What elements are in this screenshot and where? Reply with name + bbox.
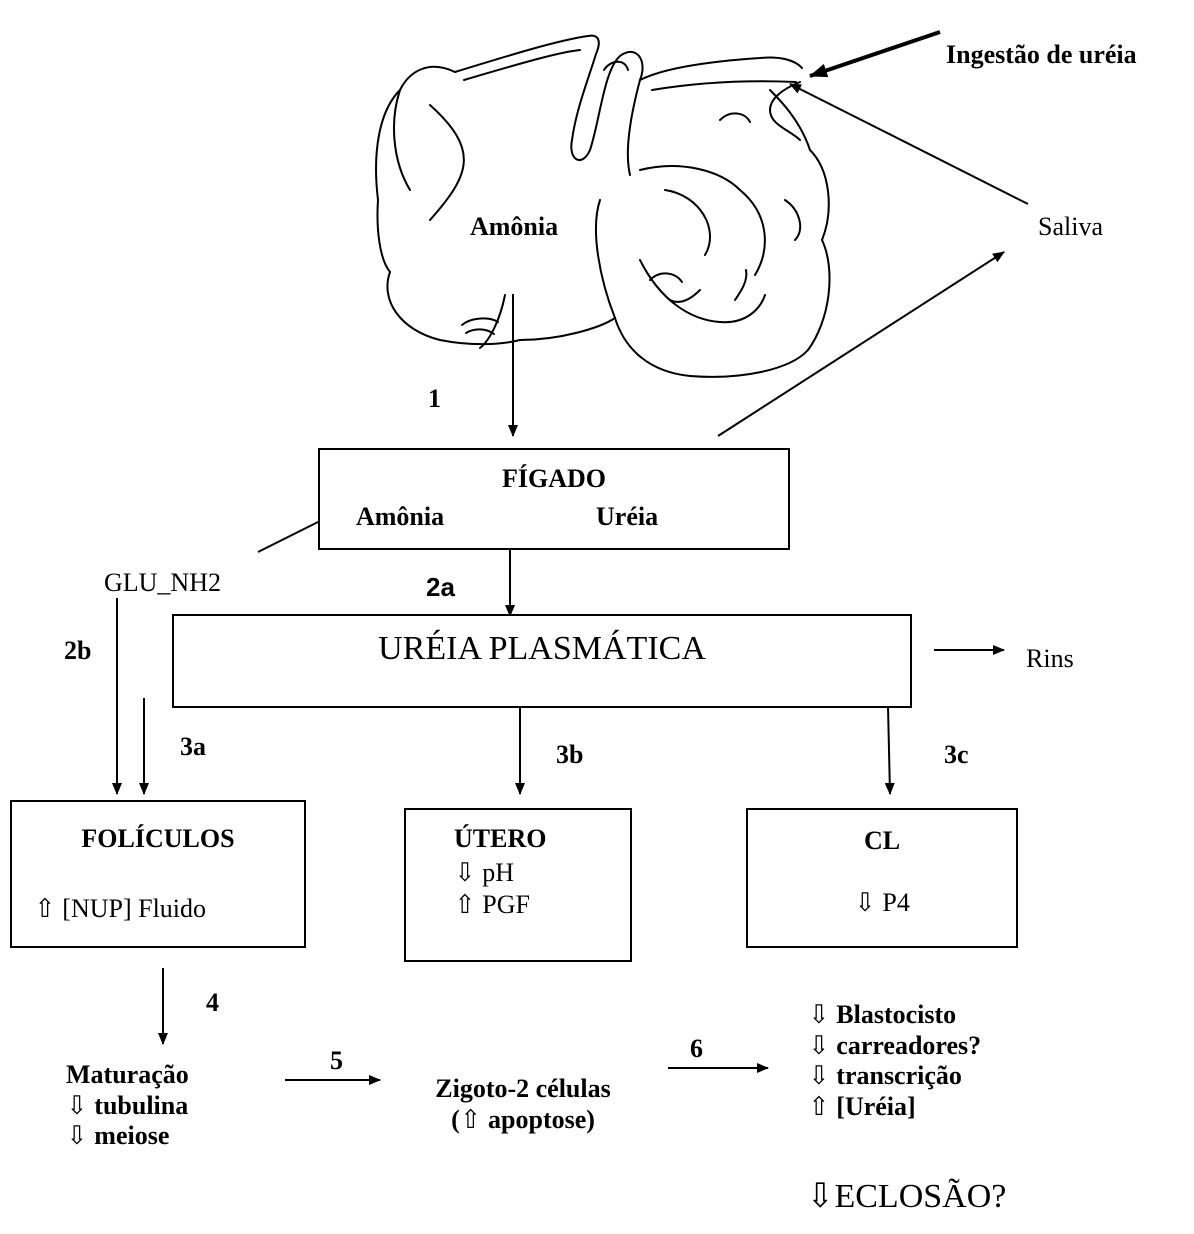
cl-p4: ⇩ P4: [748, 888, 1016, 918]
zigoto-block: Zigoto-2 células (⇧ apoptose): [408, 1074, 638, 1135]
label-step-2a: 2a: [426, 572, 455, 603]
label-step-4: 4: [206, 988, 219, 1018]
utero-title: ÚTERO: [454, 824, 546, 854]
maturacao-tubulina: ⇩ tubulina: [66, 1091, 189, 1122]
arrow-figado-to-saliva: [718, 252, 1004, 436]
ureia-plasmatica-label: URÉIA PLASMÁTICA: [174, 630, 910, 668]
label-amonia-rumen: Amônia: [470, 212, 558, 242]
blastocisto-ureia: ⇧ [Uréia]: [808, 1092, 981, 1123]
foliculos-box: FOLÍCULOS ⇧ [NUP] Fluido: [10, 800, 306, 948]
zigoto-title: Zigoto-2 células: [408, 1074, 638, 1105]
cl-title: CL: [748, 826, 1016, 856]
figado-amonia: Amônia: [356, 502, 444, 532]
arrow-plasmatica-to-cl: [888, 706, 890, 794]
utero-box: ÚTERO ⇩ pH ⇧ PGF: [404, 808, 632, 962]
figado-box: FÍGADO Amônia Uréia: [318, 448, 790, 550]
label-step-1: 1: [428, 384, 441, 414]
blastocisto-title: ⇩ Blastocisto: [808, 1000, 981, 1031]
label-saliva: Saliva: [1038, 212, 1103, 242]
label-rins: Rins: [1026, 644, 1074, 674]
foliculos-nup: ⇧ [NUP] Fluido: [34, 894, 206, 924]
ureia-plasmatica-box: URÉIA PLASMÁTICA: [172, 614, 912, 708]
maturacao-meiose: ⇩ meiose: [66, 1121, 189, 1152]
label-step-3c: 3c: [944, 740, 969, 770]
eclosao-label: ⇩ECLOSÃO?: [806, 1176, 1006, 1216]
label-step-3b: 3b: [556, 740, 583, 770]
rumen-illustration: [376, 36, 829, 377]
blastocisto-transcricao: ⇩ transcrição: [808, 1061, 981, 1092]
maturacao-block: Maturação ⇩ tubulina ⇩ meiose: [66, 1060, 189, 1152]
utero-ph: ⇩ pH: [454, 858, 514, 888]
utero-pgf: ⇧ PGF: [454, 890, 530, 920]
foliculos-title: FOLÍCULOS: [12, 824, 304, 854]
label-step-2b: 2b: [64, 636, 91, 666]
label-step-5: 5: [330, 1046, 343, 1076]
blastocisto-carreadores: ⇩ carreadores?: [808, 1031, 981, 1062]
label-glu-nh2: GLU_NH2: [104, 568, 221, 598]
zigoto-apoptose: (⇧ apoptose): [408, 1105, 638, 1136]
figado-title: FÍGADO: [320, 464, 788, 494]
label-ingestao-ureia: Ingestão de uréia: [946, 40, 1137, 70]
figado-ureia: Uréia: [596, 502, 658, 532]
arrow-ingestao: [810, 32, 940, 76]
label-step-3a: 3a: [180, 732, 206, 762]
maturacao-title: Maturação: [66, 1060, 189, 1091]
arrow-saliva-to-rumen: [790, 84, 1028, 204]
cl-box: CL ⇩ P4: [746, 808, 1018, 948]
label-step-6: 6: [690, 1034, 703, 1064]
blastocisto-block: ⇩ Blastocisto ⇩ carreadores? ⇩ transcriç…: [808, 1000, 981, 1123]
